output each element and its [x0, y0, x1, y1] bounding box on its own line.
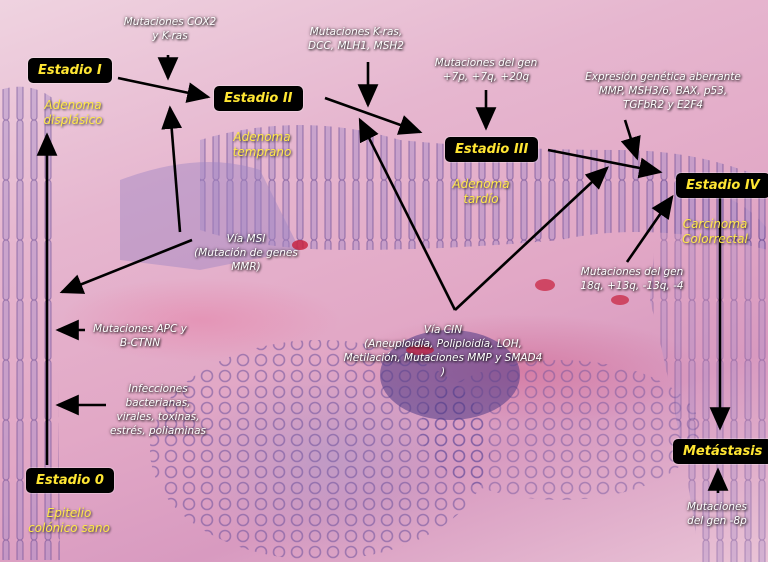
- label-via-cin: Vía CIN(Aneuploidía, Poliploidía, LOH,Me…: [318, 323, 568, 379]
- stage-box-metastasis: Metástasis: [673, 439, 768, 464]
- arrow-s1-s2: [118, 78, 208, 97]
- arrow-gen4-up: [627, 197, 672, 262]
- stage-box-3: Estadio III: [445, 137, 538, 162]
- arrow-msi-to-s1: [170, 108, 180, 232]
- arrow-s2-s3: [325, 98, 420, 132]
- arrow-msi-to-left: [62, 240, 192, 292]
- arrow-expr-down: [625, 120, 637, 158]
- arrow-cin-to-s2: [360, 120, 455, 310]
- stage-box-0: Estadio 0: [26, 468, 114, 493]
- stage-box-4: Estadio IV: [676, 173, 768, 198]
- stage-box-1: Estadio I: [28, 58, 112, 83]
- stage-box-2: Estadio II: [214, 86, 303, 111]
- label-mutaciones-gen-7p: Mutaciones del gen+7p, +7q, +20q: [424, 56, 548, 84]
- arrow-s3-s4: [548, 150, 660, 172]
- label-mutaciones-kras: Mutaciones K-ras,DCC, MLH1, MSH2: [296, 25, 416, 53]
